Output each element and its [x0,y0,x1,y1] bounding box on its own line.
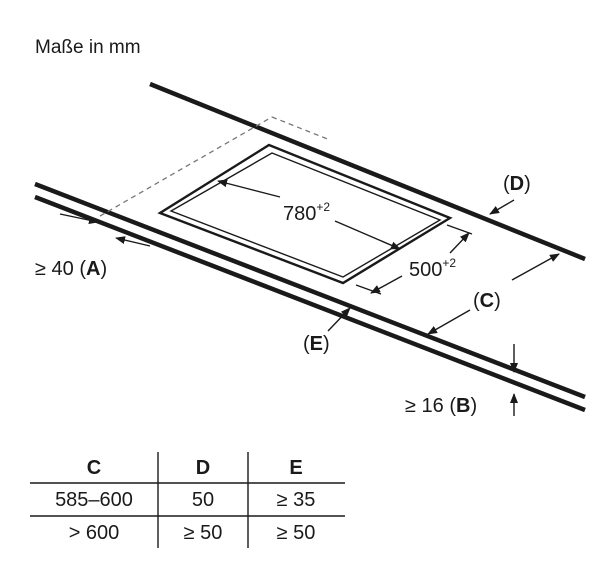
table-header-d: D [196,457,210,479]
dim-c-arrow-up [511,253,560,281]
table-cell: ≥ 35 [277,489,316,511]
cutout-outer [157,143,453,285]
dimension-table: C D E 585–600 50 ≥ 35 > 600 ≥ 50 ≥ 50 [30,452,345,548]
dim-c-arrow-down [427,309,471,335]
table-cell: 585–600 [55,489,133,511]
table-header-e: E [289,457,302,479]
dim-e-label: (E) [303,333,330,355]
dim-500-ext-right [446,224,473,235]
dim-780-arrow-right [334,220,401,250]
table-cell: 50 [192,489,214,511]
dim-500-label: 500+2 [409,256,456,281]
table-cell: ≥ 50 [184,522,223,544]
hidden-line-back [271,116,331,141]
table-header-c: C [87,457,101,479]
dim-a-arrow-top [59,213,99,225]
dim-c-label: (C) [473,290,501,312]
worktop-back-edge [149,81,586,262]
units-title: Maße in mm [35,37,141,58]
dim-e-arrow [327,307,351,332]
dim-d-label: (D) [503,173,531,195]
table-cell: > 600 [69,522,120,544]
dim-500-arrow-down [370,275,403,294]
dim-b-label: ≥ 16 (B) [405,395,477,417]
worktop-front-edge-bottom [34,194,586,413]
cutout-inner [169,152,442,278]
hidden-line-left [99,116,273,217]
dim-d-arrow [489,199,515,215]
dim-a-label: ≥ 40 (A) [35,258,107,280]
dim-500-arrow-up [449,232,470,254]
table-cell: ≥ 50 [277,522,316,544]
dim-780-label: 780+2 [283,200,330,225]
worktop-front-edge-top [34,181,586,400]
dim-a-arrow-bottom [115,236,151,247]
dim-780-arrow-left [217,179,281,198]
